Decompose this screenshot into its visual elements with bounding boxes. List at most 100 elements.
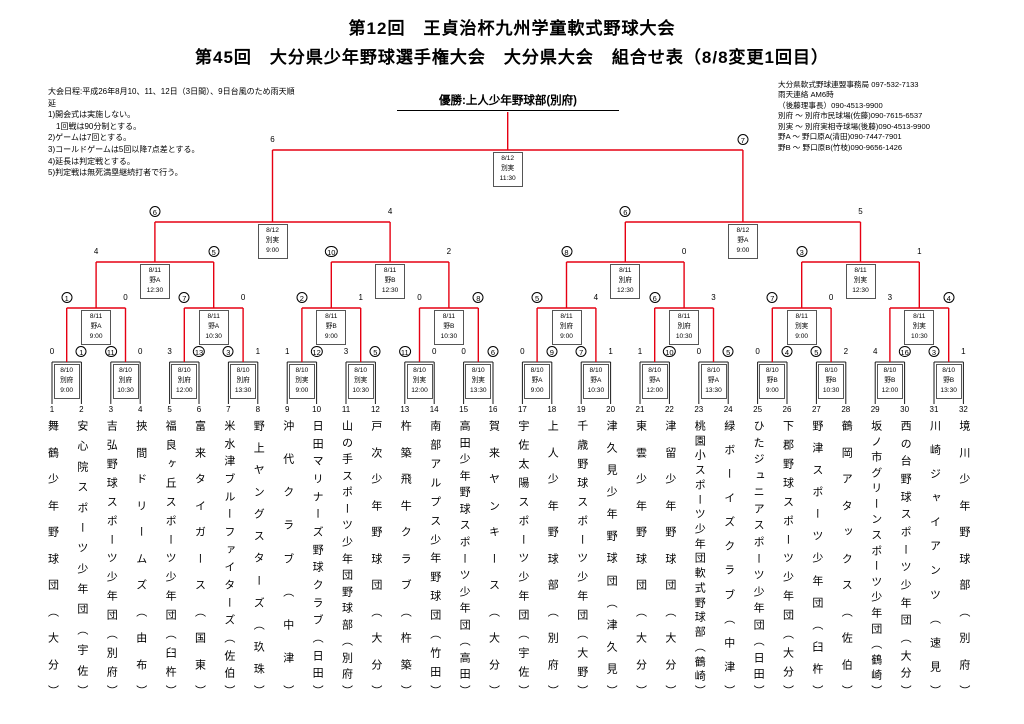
team-number: 27 — [811, 405, 821, 414]
score-winner: 4 — [781, 346, 793, 357]
team-name: 賀来ヤンキース（大分） — [487, 420, 500, 696]
score-loser: 3 — [887, 293, 893, 302]
score-winner: 11 — [398, 346, 411, 357]
game-time: 10:30 — [587, 387, 605, 395]
team-number: 29 — [870, 405, 880, 414]
score-winner: 5 — [810, 346, 822, 357]
team-name: 境川少年野球部（別府） — [957, 420, 970, 696]
team-number: 6 — [196, 405, 202, 414]
game-time: 9:00 — [560, 333, 573, 341]
page-header: 第12回 王貞治杯九州学童軟式野球大会 第45回 大分県少年野球選手権大会 大分… — [0, 0, 1024, 68]
game-time: 9:00 — [295, 387, 309, 395]
score-winner: 5 — [531, 292, 543, 303]
game-time: 12:00 — [176, 387, 193, 395]
game-date: 8/10 — [765, 367, 779, 374]
score-loser: 1 — [255, 347, 261, 356]
score-winner: 1 — [61, 292, 73, 303]
team-name: 山の手スポーツ少年団野球部（別府） — [340, 420, 353, 696]
team-name: 宇佐太陽スポーツ少年団（宇佐） — [516, 420, 529, 696]
game-date: 8/10 — [589, 367, 603, 374]
team-number: 10 — [312, 405, 322, 414]
rule-line: 3)コールドゲームは5回以降7点差とする。 — [48, 144, 200, 154]
score-loser: 4 — [593, 293, 599, 302]
team-name: 鶴岡アタックス（佐伯） — [840, 420, 853, 696]
game-date: 8/10 — [471, 367, 485, 374]
game-date: 8/10 — [236, 367, 250, 374]
game-venue: 野A — [531, 377, 543, 385]
score-winner: 13 — [192, 346, 206, 357]
team-column: 28 鶴岡アタックス（佐伯） — [832, 404, 860, 697]
game-time: 10:30 — [352, 387, 369, 395]
score-loser: 0 — [461, 347, 466, 356]
game-venue: 野B — [766, 377, 778, 385]
contact-line: 別府 ～ 別府市民球場(佐藤)090-7615-6537 — [778, 111, 923, 121]
rule-line: 5)判定戦は無死満塁継続打者で行う。 — [48, 168, 183, 178]
game-venue: 別実 — [354, 377, 368, 385]
score-winner: 10 — [325, 246, 338, 257]
game-time: 9:00 — [530, 387, 544, 395]
team-number: 12 — [370, 405, 380, 414]
game-venue: 別府 — [177, 377, 191, 385]
score-loser: 1 — [917, 247, 922, 256]
game-time: 9:00 — [266, 247, 279, 255]
game-date: 8/11 — [89, 313, 103, 320]
team-name: 緑ボーイズクラブ（中津） — [722, 420, 735, 696]
game-time: 9:00 — [60, 387, 74, 395]
game-date: 8/10 — [883, 367, 897, 374]
score-winner: 6 — [149, 206, 161, 217]
score-loser: 0 — [755, 347, 760, 356]
game-date: 8/10 — [707, 367, 720, 374]
team-number: 28 — [841, 405, 851, 414]
score-loser: 3 — [711, 293, 716, 302]
rule-line: 4)延長は判定戦とする。 — [48, 156, 135, 166]
game-date: 8/11 — [677, 313, 691, 320]
game-time: 12:00 — [411, 387, 428, 395]
game-time: 9:00 — [324, 333, 338, 341]
game-venue: 別府 — [677, 323, 691, 331]
game-date: 8/10 — [354, 367, 368, 374]
game-date: 8/10 — [413, 367, 426, 374]
team-name: 高田少年野球スポーツ少年団（高田） — [458, 420, 471, 696]
team-name: 津留少年野球団（大分） — [663, 420, 676, 696]
contact-line: （後藤理事長）090-4513-9900 — [778, 100, 883, 110]
game-venue: 野A — [208, 323, 220, 331]
game-venue: 別府 — [60, 377, 74, 385]
rules-list: 1)開会式は実施しない。 1回戦は90分制とする。2)ゲームは7回とする。3)コ… — [48, 109, 296, 179]
game-venue: 野B — [443, 323, 455, 331]
game-venue: 野A — [149, 277, 161, 285]
game-time: 13:30 — [470, 387, 487, 395]
team-number: 1 — [49, 405, 55, 414]
score-loser: 1 — [358, 293, 363, 302]
game-date: 8/10 — [60, 367, 74, 374]
game-box: 8/10 別実 10:30 — [347, 364, 374, 399]
score-winner: 9 — [546, 346, 558, 357]
game-time: 10:30 — [675, 333, 693, 341]
team-number: 9 — [284, 405, 290, 414]
game-time: 12:00 — [646, 387, 663, 395]
tournament-title: 第12回 王貞治杯九州学童軟式野球大会 — [348, 19, 676, 38]
game-venue: 野A — [708, 377, 719, 385]
game-venue: 野B — [384, 277, 396, 285]
score-loser: 0 — [696, 347, 702, 356]
game-time: 9:00 — [89, 333, 103, 341]
contact-line: 雨天連絡 AM6時 — [778, 90, 834, 100]
